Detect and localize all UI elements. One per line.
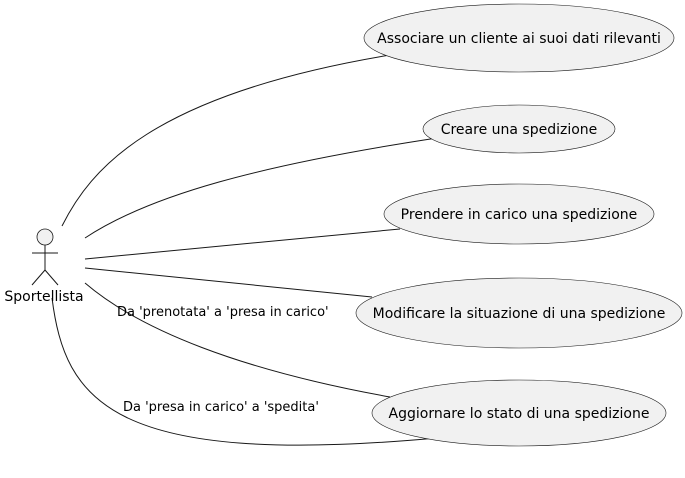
use-case-ellipse	[422, 104, 616, 154]
use-case-ellipse	[383, 183, 655, 245]
use-case-ellipse	[371, 379, 667, 447]
use-case-associare: Associare un cliente ai suoi dati rileva…	[363, 3, 675, 73]
use-case-ellipse	[355, 277, 683, 349]
use-case-label: Associare un cliente ai suoi dati rileva…	[377, 31, 661, 47]
actor-head	[36, 228, 54, 246]
association-edge-aggiornare-1	[84, 282, 391, 398]
use-case-prendere: Prendere in carico una spedizione	[383, 183, 655, 245]
use-case-label: Creare una spedizione	[441, 122, 598, 138]
association-edge-prendere	[84, 228, 401, 260]
actor-sportellista: Sportellista	[4, 228, 84, 305]
actor-leg-left	[31, 269, 46, 286]
association-edge-creare	[84, 137, 438, 239]
association-edge-associare	[61, 54, 391, 227]
actor-leg-right	[44, 269, 59, 286]
associations	[51, 54, 438, 446]
use-case-ellipse	[363, 3, 675, 73]
use-case-label: Aggiornare lo stato di una spedizione	[389, 406, 650, 422]
use-case-creare: Creare una spedizione	[422, 104, 616, 154]
association-edge-aggiornare-2	[51, 297, 438, 446]
use-case-aggiornare: Aggiornare lo stato di una spedizione	[371, 379, 667, 447]
use-case-label: Prendere in carico una spedizione	[401, 207, 638, 223]
edge-label-prenotata: Da 'prenotata' a 'presa in carico'	[117, 305, 329, 320]
actor-name: Sportellista	[4, 289, 83, 305]
association-edge-modificare	[84, 267, 373, 298]
edge-label-presa-in-carico: Da 'presa in carico' a 'spedita'	[123, 400, 319, 415]
use-case-modificare: Modificare la situazione di una spedizio…	[355, 277, 683, 349]
use-case-label: Modificare la situazione di una spedizio…	[373, 306, 666, 322]
